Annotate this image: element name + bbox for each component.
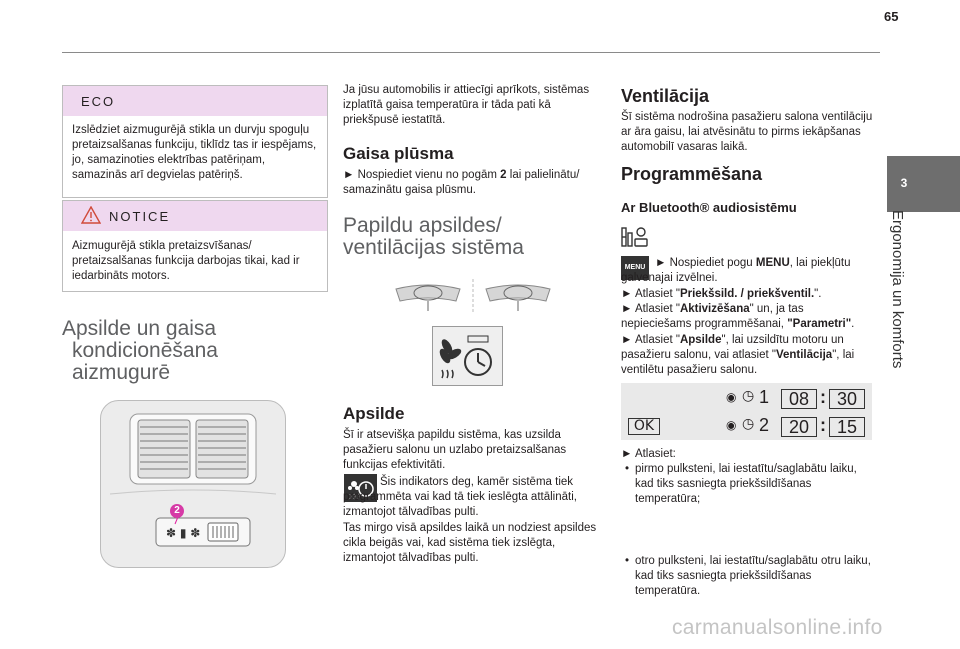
timer-2-label: 2 (759, 415, 770, 435)
bullet-second-clock: otro pulksteni, lai iestatītu/saglabātu … (621, 554, 876, 599)
minute-field-2[interactable]: 15 (829, 417, 865, 437)
time-separator-1: : (820, 387, 826, 407)
eco-box-header: ECO (63, 86, 327, 116)
warning-icon (81, 206, 101, 224)
radio-selected-icon-2[interactable]: ◉ (726, 418, 737, 432)
heating-title: Apsilde (343, 404, 405, 423)
ventilation-text: Šī sistēma nodrošina pasažieru salona ve… (621, 111, 873, 153)
clock-icon-1: ◷ (742, 388, 755, 404)
notice-text: Aizmugurējā stikla pretaizsvīšanas/ pret… (72, 240, 300, 282)
rear-section-title: Apsilde un gaisa kondicionēšana aizmugur… (62, 317, 218, 384)
step-1: ► Nospiediet pogu MENU, lai piekļūtu gal… (621, 257, 851, 284)
rear-console-figure: ✽ ▮ ✽ (100, 400, 286, 568)
heating-text-3: Tas mirgo visā apsildes laikā un nodzies… (343, 522, 597, 564)
eco-text: Izslēdziet aizmugurējā stikla un durvju … (72, 124, 317, 181)
radio-selected-icon-1[interactable]: ◉ (726, 390, 737, 404)
fan-timer-icon (432, 326, 503, 386)
eco-title: ECO (81, 94, 116, 109)
chapter-title: Ergonomija un komforts (889, 210, 906, 369)
heating-text-1: Šī ir atsevišķa papildu sistēma, kas uzs… (343, 429, 567, 471)
select-label: ► Atlasiet: (621, 448, 676, 460)
ventilation-title: Ventilācija (621, 86, 710, 106)
intro-text: Ja jūsu automobilis ir attiecīgi aprīkot… (343, 84, 590, 126)
heater-control-icon (432, 326, 503, 386)
watermark: carmanualsonline.info (672, 616, 883, 639)
time-separator-2: : (820, 415, 826, 435)
page-number: 65 (884, 9, 899, 24)
notice-box-header: NOTICE (63, 201, 327, 231)
chapter-tab (887, 156, 960, 212)
hour-field-1[interactable]: 08 (781, 389, 817, 409)
heating-text-2: Šis indikators deg, kamēr sistēma tiek p… (343, 476, 577, 518)
timer-display: OK ◉ ◷ 1 08 : 30 ◉ ◷ 2 20 : 15 (621, 383, 872, 440)
programming-title: Programmēšana (621, 164, 763, 184)
bluetooth-audio-icon (621, 227, 648, 247)
eco-box: ECO Izslēdziet aizmugurējā stikla un dur… (62, 85, 328, 198)
steering-wheel-icon (395, 279, 551, 313)
indicator-fan-timer-icon (348, 481, 374, 500)
chapter-number: 3 (900, 176, 908, 190)
notice-title: NOTICE (109, 209, 171, 224)
header-rule (62, 52, 880, 53)
bluetooth-audio-title: Ar Bluetooth® audiosistēmu (621, 200, 797, 215)
airflow-text: ► Nospiediet vienu no pogām 2 lai paliel… (343, 169, 580, 196)
svg-text:✽ ▮ ✽: ✽ ▮ ✽ (166, 526, 200, 540)
step-3: ► Atlasiet "Aktivizēšana" un, ja tas nep… (621, 303, 855, 330)
bullet-first-clock: pirmo pulksteni, lai iestatītu/saglabātu… (621, 462, 876, 507)
notice-box: NOTICE Aizmugurējā stikla pretaizsvīšana… (62, 200, 328, 292)
steering-wheels-figure (392, 279, 554, 313)
hour-field-2[interactable]: 20 (781, 417, 817, 437)
ok-button[interactable]: OK (628, 418, 660, 435)
rear-vent-illustration: ✽ ▮ ✽ 2 (100, 400, 286, 568)
heater-indicator-icon (344, 474, 377, 502)
menu-key-icon: MENU (621, 256, 649, 280)
minute-field-1[interactable]: 30 (829, 389, 865, 409)
callout-2: 2 (170, 504, 184, 518)
step-4: ► Atlasiet "Apsilde", lai uzsildītu moto… (621, 334, 855, 376)
airflow-title: Gaisa plūsma (343, 144, 454, 163)
clock-icon-2: ◷ (742, 416, 755, 432)
audio-system-icon (621, 225, 649, 249)
timer-1-label: 1 (759, 387, 770, 407)
aux-section-title: Papildu apsildes/ ventilācijas sistēma (343, 214, 524, 259)
step-2: ► Atlasiet "Priekšsild. / priekšventil."… (621, 288, 822, 300)
